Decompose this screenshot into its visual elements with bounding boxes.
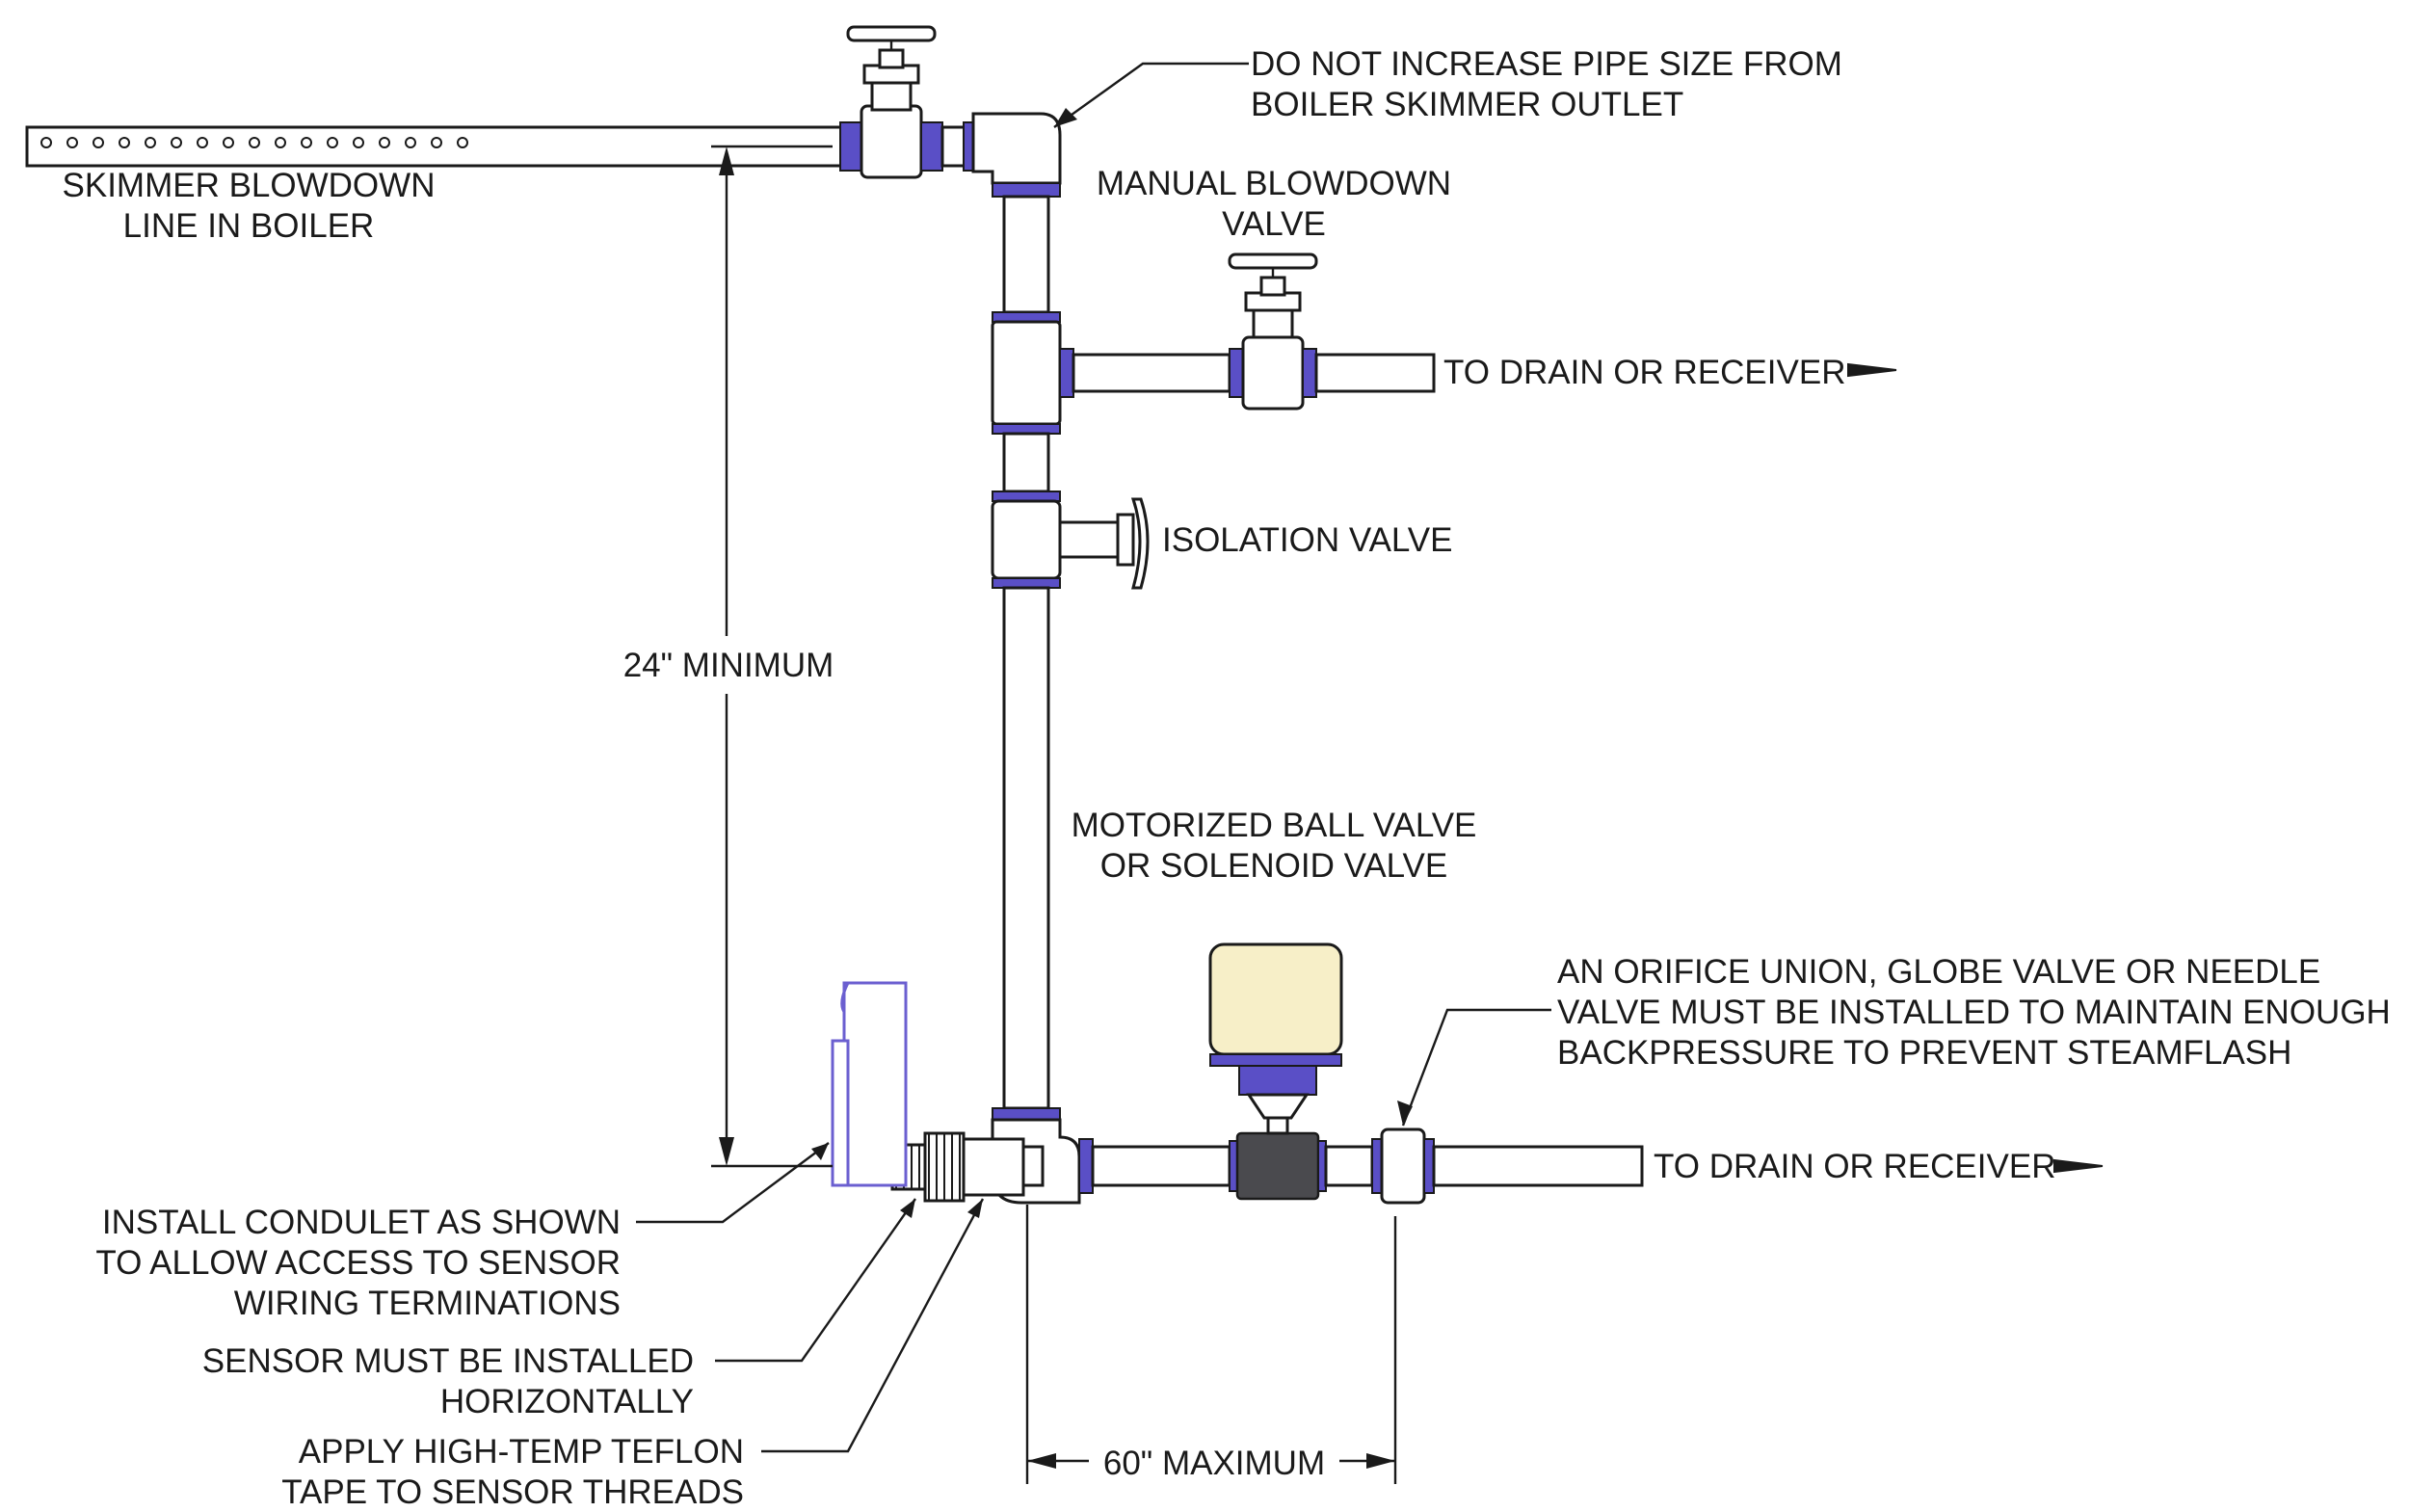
lower-drain-line [1078,1127,1644,1205]
manual-valve-label-2: VALVE [1222,205,1326,243]
orifice-label-1: AN ORIFICE UNION, GLOBE VALVE OR NEEDLE [1557,953,2320,991]
no-increase-label-2: BOILER SKIMMER OUTLET [1251,86,1683,123]
drain-upper-label: TO DRAIN OR RECEIVER [1443,354,1845,391]
condulet-label-3: WIRING TERMINATIONS [234,1285,621,1322]
vertical-riser [991,195,1062,1110]
skimmer-label-1: SKIMMER BLOWDOWN [63,167,436,204]
sensor-label-1: SENSOR MUST BE INSTALLED [202,1342,694,1380]
upper-drain-arrow [1847,362,1897,378]
sensor-label-2: HORIZONTALLY [440,1383,694,1420]
motorized-label-1: MOTORIZED BALL VALVE [1072,807,1477,844]
maximum-60-label: 60" MAXIMUM [1103,1445,1325,1482]
orifice-label-2: VALVE MUST BE INSTALLED TO MAINTAIN ENOU… [1557,994,2391,1031]
isolation-valve [1058,497,1150,590]
orifice-label-3: BACKPRESSURE TO PREVENT STEAMFLASH [1557,1034,2291,1072]
condulet-label-1: INSTALL CONDULET AS SHOWN [102,1204,621,1241]
teflon-label-1: APPLY HIGH-TEMP TEFLON [299,1433,744,1471]
leader-lines [636,62,1551,1453]
isolation-valve-label: ISOLATION VALVE [1162,521,1452,559]
top-elbow [963,112,1062,198]
motorized-label-2: OR SOLENOID VALVE [1100,847,1447,885]
condulet-label-2: TO ALLOW ACCESS TO SENSOR [95,1244,621,1282]
condulet [831,981,908,1187]
top-gate-valve [839,25,969,179]
skimmer-label-2: LINE IN BOILER [123,207,375,245]
skimmer-blowdown-line [25,125,848,168]
drain-lower-label: TO DRAIN OR RECEIVER [1654,1148,2055,1185]
dimension-24-minimum [711,145,833,1168]
manual-valve-label-1: MANUAL BLOWDOWN [1097,165,1451,202]
perforation-holes [40,137,468,148]
no-increase-label-1: DO NOT INCREASE PIPE SIZE FROM [1251,45,1842,83]
upper-drain-branch [1059,252,1436,411]
minimum-24-label: 24" MINIMUM [623,647,834,684]
dimension-60-maximum [1025,1205,1397,1484]
teflon-label-2: TAPE TO SENSOR THREADS [281,1473,744,1511]
lower-drain-arrow [2053,1158,2104,1174]
motorized-valve-actuator [1208,942,1343,1135]
